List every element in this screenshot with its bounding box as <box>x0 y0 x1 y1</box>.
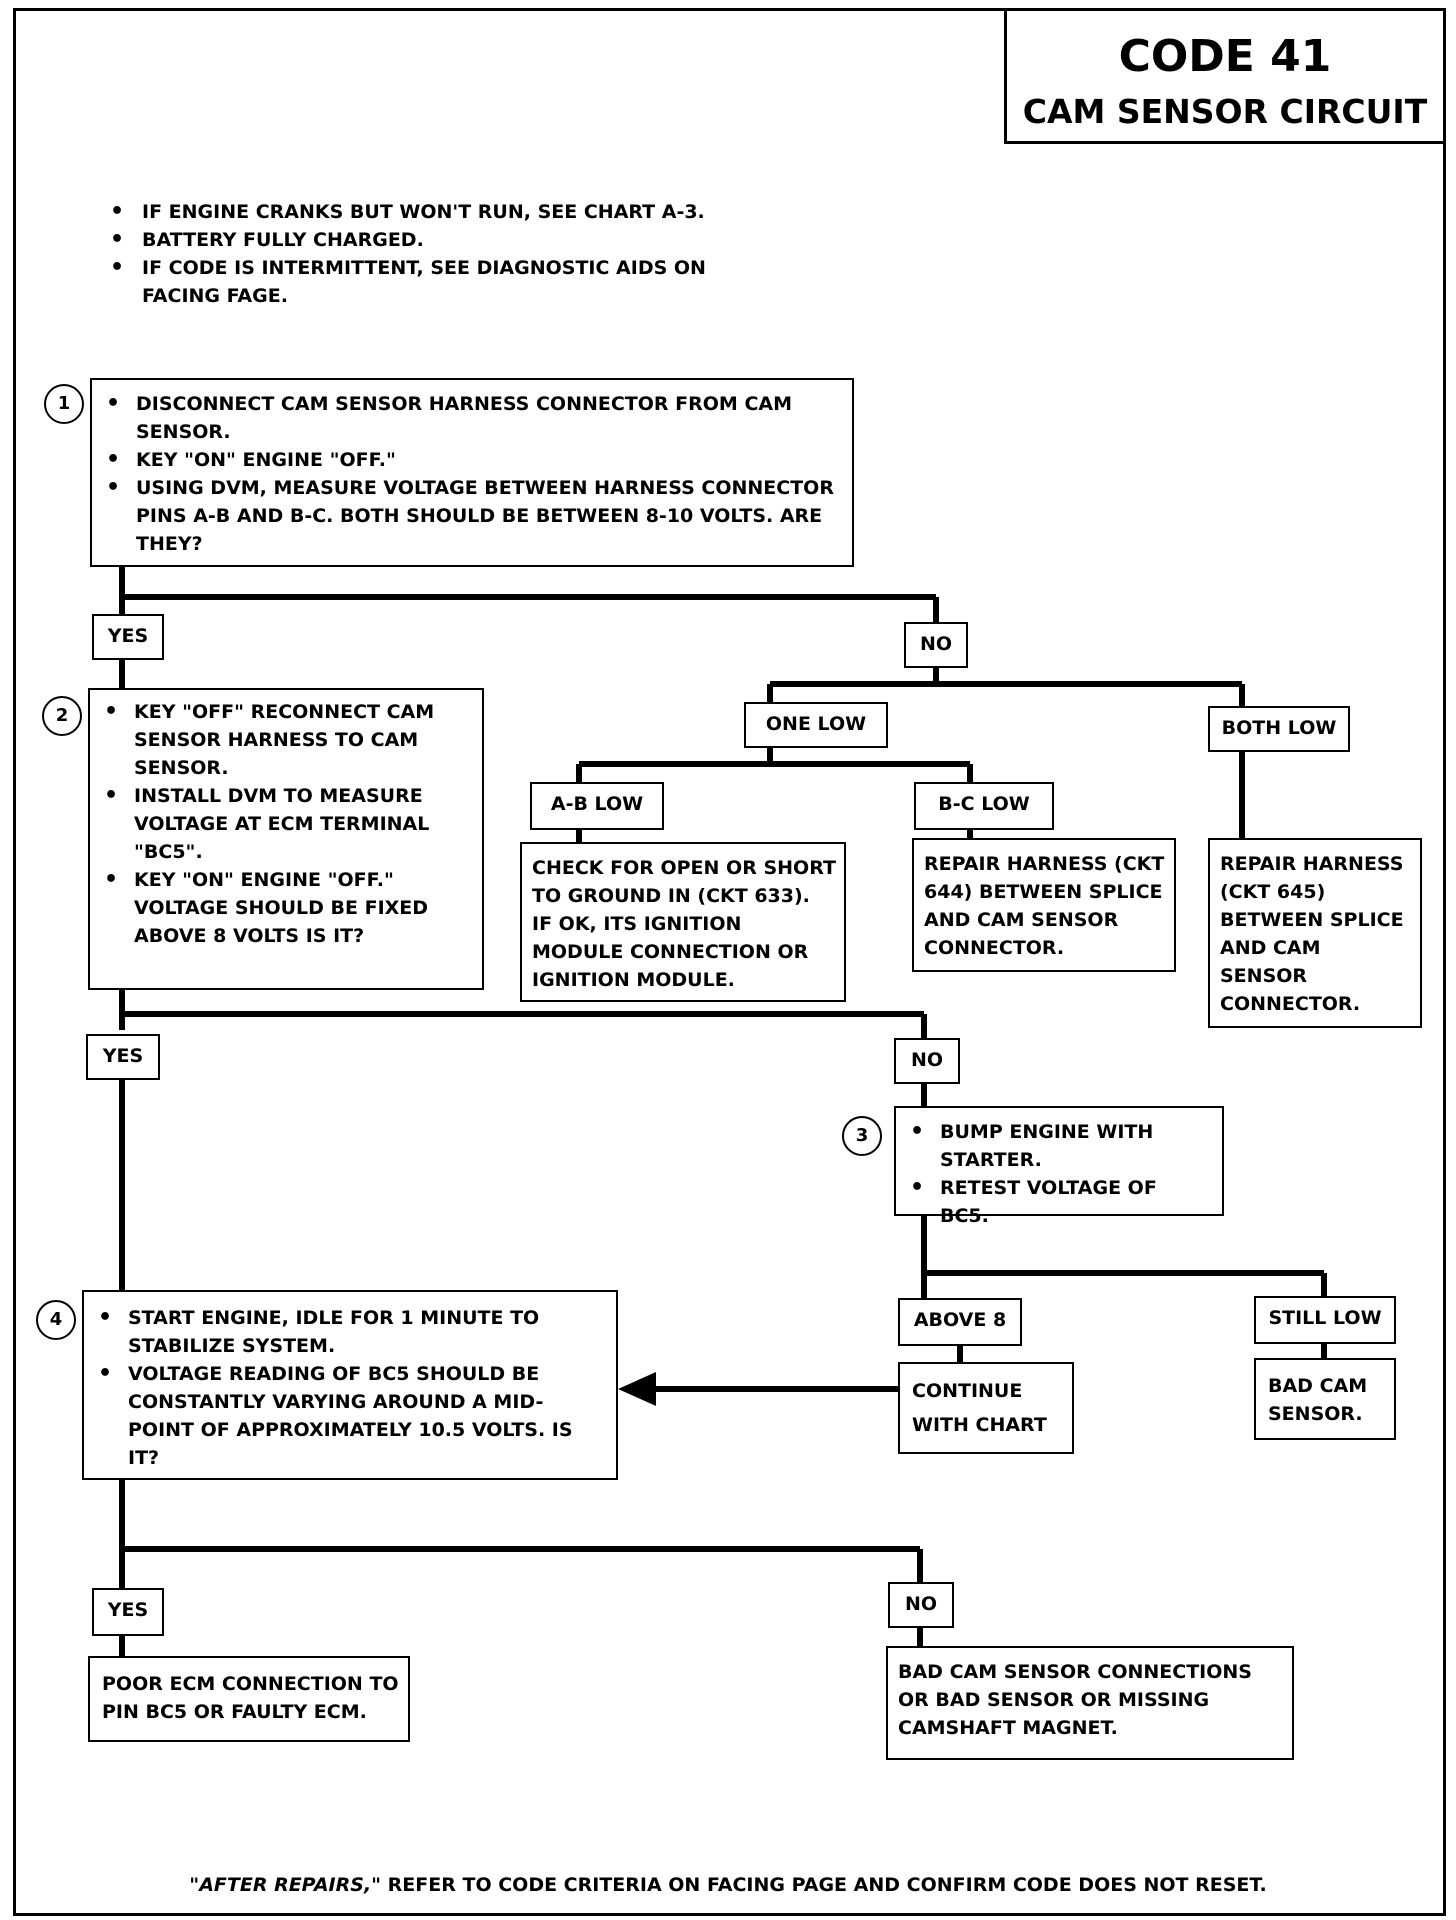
result-line: REPAIR HARNESS (CKT <box>924 853 1165 875</box>
result-line: MODULE CONNECTION OR <box>532 941 809 963</box>
one-low-label: ONE LOW <box>744 702 888 748</box>
page-border <box>13 8 1446 1916</box>
result-line: 644) BETWEEN SPLICE <box>924 881 1163 903</box>
result-line: BETWEEN SPLICE <box>1220 909 1404 931</box>
result-line: WITH CHART <box>912 1414 1047 1436</box>
result-line: SENSOR <box>1220 965 1308 987</box>
no-label-1: NO <box>904 622 968 668</box>
note-item: BATTERY FULLY CHARGED. <box>108 226 748 254</box>
footer-note: "AFTER REPAIRS," REFER TO CODE CRITERIA … <box>0 1874 1456 1896</box>
step-1-box: DISCONNECT CAM SENSOR HARNESS CONNECTOR … <box>90 378 854 567</box>
chart-subtitle: CAM SENSOR CIRCUIT <box>1022 92 1428 131</box>
step-3-bullet: RETEST VOLTAGE OF BC5. <box>896 1174 1212 1230</box>
result-line: SENSOR. <box>1268 1403 1363 1425</box>
note-item: IF CODE IS INTERMITTENT, SEE DIAGNOSTIC … <box>108 254 748 310</box>
result-line: IGNITION MODULE. <box>532 969 735 991</box>
arrowhead-left <box>618 1372 656 1406</box>
result-line: IF OK, ITS IGNITION <box>532 913 742 935</box>
title-box: CODE 41 CAM SENSOR CIRCUIT <box>1004 8 1446 144</box>
step-2-number: 2 <box>42 696 82 736</box>
step-3-bullet: BUMP ENGINE WITH STARTER. <box>896 1118 1212 1174</box>
note-item: IF ENGINE CRANKS BUT WON'T RUN, SEE CHAR… <box>108 198 748 226</box>
result-line: PIN BC5 OR FAULTY ECM. <box>102 1701 367 1723</box>
step-1-bullet: KEY "ON" ENGINE "OFF." <box>92 446 838 474</box>
step-4-number: 4 <box>36 1300 76 1340</box>
result-line: AND CAM SENSOR <box>924 909 1119 931</box>
both-low-result-box: REPAIR HARNESS (CKT 645) BETWEEN SPLICE … <box>1208 838 1422 1028</box>
yes-label-1: YES <box>92 614 164 660</box>
step-1-number: 1 <box>44 384 84 424</box>
step-4-box: START ENGINE, IDLE FOR 1 MINUTE TO STABI… <box>82 1290 618 1480</box>
above-8-label: ABOVE 8 <box>898 1298 1022 1346</box>
result-line: REPAIR HARNESS <box>1220 853 1404 875</box>
footer-emphasis: "AFTER REPAIRS," <box>189 1874 382 1896</box>
step-1-bullet: DISCONNECT CAM SENSOR HARNESS CONNECTOR … <box>92 390 838 446</box>
step-2-bullet: KEY "OFF" RECONNECT CAM SENSOR HARNESS T… <box>90 698 456 782</box>
result-line: BAD CAM SENSOR CONNECTIONS <box>898 1661 1252 1683</box>
result-line: OR BAD SENSOR OR MISSING <box>898 1689 1210 1711</box>
yes-label-2: YES <box>86 1034 160 1080</box>
step-4-bullet: VOLTAGE READING OF BC5 SHOULD BE CONSTAN… <box>84 1360 600 1472</box>
step-1-bullet: USING DVM, MEASURE VOLTAGE BETWEEN HARNE… <box>92 474 838 558</box>
ab-low-label: A-B LOW <box>530 782 664 830</box>
result-line: (CKT 645) <box>1220 881 1326 903</box>
step-3-box: BUMP ENGINE WITH STARTER. RETEST VOLTAGE… <box>894 1106 1224 1227</box>
code-title: CODE 41 <box>1118 31 1332 82</box>
result-line: CAMSHAFT MAGNET. <box>898 1717 1118 1739</box>
ab-low-result-box: CHECK FOR OPEN OR SHORT TO GROUND IN (CK… <box>520 842 846 1002</box>
bc-low-label: B-C LOW <box>914 782 1054 830</box>
continue-chart-box: CONTINUE WITH CHART <box>898 1362 1074 1454</box>
no-label-2: NO <box>894 1038 960 1084</box>
result-line: POOR ECM CONNECTION TO <box>102 1673 399 1695</box>
step-4-bullet: START ENGINE, IDLE FOR 1 MINUTE TO STABI… <box>84 1304 600 1360</box>
result-line: AND CAM <box>1220 937 1321 959</box>
bad-connections-box: BAD CAM SENSOR CONNECTIONS OR BAD SENSOR… <box>886 1646 1294 1760</box>
poor-ecm-box: POOR ECM CONNECTION TO PIN BC5 OR FAULTY… <box>88 1656 410 1742</box>
result-line: TO GROUND IN (CKT 633). <box>532 885 810 907</box>
preliminary-notes: IF ENGINE CRANKS BUT WON'T RUN, SEE CHAR… <box>108 198 748 310</box>
step-3-number: 3 <box>842 1116 882 1156</box>
bad-cam-sensor-box: BAD CAM SENSOR. <box>1254 1358 1396 1440</box>
result-line: BAD CAM <box>1268 1375 1368 1397</box>
footer-text: REFER TO CODE CRITERIA ON FACING PAGE AN… <box>381 1874 1267 1896</box>
step-2-bullet: KEY "ON" ENGINE "OFF." VOLTAGE SHOULD BE… <box>90 866 456 950</box>
both-low-label: BOTH LOW <box>1208 706 1350 752</box>
step-2-bullet: INSTALL DVM TO MEASURE VOLTAGE AT ECM TE… <box>90 782 456 866</box>
result-line: CONNECTOR. <box>1220 993 1361 1015</box>
yes-label-4: YES <box>92 1588 164 1636</box>
result-line: CHECK FOR OPEN OR SHORT <box>532 857 836 879</box>
result-line: CONTINUE <box>912 1380 1023 1402</box>
result-line: CONNECTOR. <box>924 937 1065 959</box>
no-label-4: NO <box>888 1582 954 1628</box>
bc-low-result-box: REPAIR HARNESS (CKT 644) BETWEEN SPLICE … <box>912 838 1176 972</box>
step-2-box: KEY "OFF" RECONNECT CAM SENSOR HARNESS T… <box>88 688 484 990</box>
still-low-label: STILL LOW <box>1254 1296 1396 1344</box>
